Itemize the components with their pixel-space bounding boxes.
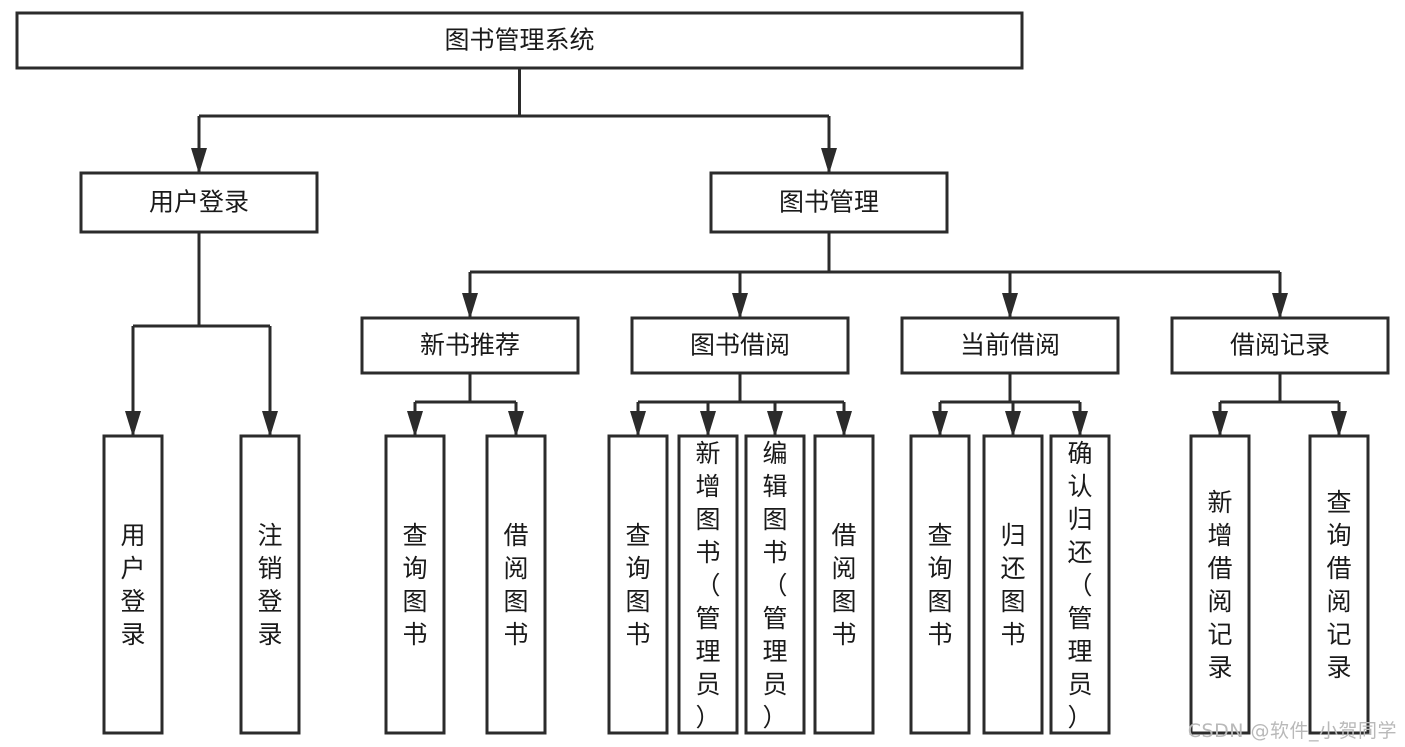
edge-arrowhead (262, 411, 278, 437)
node-box[interactable] (744, 434, 806, 735)
node-root[interactable]: 图书管理系统 (15, 11, 1024, 70)
node-box[interactable] (360, 316, 580, 375)
node-book-borrow[interactable]: 图书借阅 (630, 316, 850, 375)
node-label: 注销登录 (257, 521, 282, 649)
node-label: 查询图书 (402, 521, 427, 649)
node-current-borrow[interactable]: 当前借阅 (900, 316, 1120, 375)
edge-arrowhead (1002, 293, 1018, 319)
node-box[interactable] (1189, 434, 1251, 735)
node-label: 新书推荐 (420, 331, 520, 360)
node-box[interactable] (102, 434, 164, 735)
edge-arrowhead (407, 411, 423, 437)
node-label: 归还图书 (1000, 521, 1025, 649)
node-leaf-query-book-cur[interactable]: 查询图书 (909, 434, 971, 735)
node-leaf-edit-book-admin[interactable]: 编辑图书（管理员） (744, 434, 806, 735)
csdn-watermark: CSDN @软件_小贺同学 (1187, 720, 1397, 742)
edge-arrowhead (1212, 411, 1228, 437)
node-box[interactable] (709, 171, 949, 234)
node-leaf-user-login[interactable]: 用户登录 (102, 434, 164, 735)
node-label: 查询图书 (625, 521, 650, 649)
node-box[interactable] (909, 434, 971, 735)
node-label: 编辑图书（管理员） (762, 439, 787, 732)
node-box[interactable] (384, 434, 446, 735)
node-label: 图书管理 (779, 188, 879, 217)
node-box[interactable] (1170, 316, 1390, 375)
node-leaf-user-logout[interactable]: 注销登录 (239, 434, 301, 735)
edge-arrowhead (821, 148, 837, 174)
edge-arrowhead (462, 293, 478, 319)
node-box[interactable] (79, 171, 319, 234)
edge-arrowhead (1272, 293, 1288, 319)
node-leaf-query-book-rec[interactable]: 查询图书 (384, 434, 446, 735)
node-leaf-query-book-borrow[interactable]: 查询图书 (607, 434, 669, 735)
edge-arrowhead (125, 411, 141, 437)
node-label: 借阅记录 (1230, 331, 1330, 360)
node-layer: 图书管理系统用户登录图书管理新书推荐图书借阅当前借阅借阅记录用户登录注销登录查询… (15, 11, 1390, 735)
node-leaf-return-book[interactable]: 归还图书 (982, 434, 1044, 735)
node-borrow-record[interactable]: 借阅记录 (1170, 316, 1390, 375)
node-label: 查询借阅记录 (1326, 488, 1351, 682)
node-label: 借阅图书 (831, 521, 856, 649)
node-label: 查询图书 (927, 521, 952, 649)
node-user-login[interactable]: 用户登录 (79, 171, 319, 234)
node-label: 新增图书（管理员） (695, 439, 720, 732)
node-leaf-query-borrow-record[interactable]: 查询借阅记录 (1308, 434, 1370, 735)
node-box[interactable] (677, 434, 739, 735)
edge-arrowhead (630, 411, 646, 437)
edge-arrowhead (1331, 411, 1347, 437)
node-label: 用户登录 (149, 188, 249, 217)
node-box[interactable] (485, 434, 547, 735)
node-box[interactable] (982, 434, 1044, 735)
node-label: 确认归还（管理员） (1067, 439, 1092, 732)
node-leaf-add-borrow-record[interactable]: 新增借阅记录 (1189, 434, 1251, 735)
edge-arrowhead (1072, 411, 1088, 437)
node-label: 用户登录 (120, 521, 145, 649)
node-leaf-borrow-book[interactable]: 借阅图书 (813, 434, 875, 735)
node-box[interactable] (15, 11, 1024, 70)
node-box[interactable] (630, 316, 850, 375)
edge-arrowhead (836, 411, 852, 437)
node-label: 新增借阅记录 (1207, 488, 1232, 682)
node-box[interactable] (607, 434, 669, 735)
node-label: 图书借阅 (690, 331, 790, 360)
node-new-book-rec[interactable]: 新书推荐 (360, 316, 580, 375)
node-leaf-borrow-book-rec[interactable]: 借阅图书 (485, 434, 547, 735)
node-leaf-confirm-return-admin[interactable]: 确认归还（管理员） (1049, 434, 1111, 735)
edge-arrowhead (700, 411, 716, 437)
node-box[interactable] (1308, 434, 1370, 735)
node-book-manage[interactable]: 图书管理 (709, 171, 949, 234)
node-label: 借阅图书 (503, 521, 528, 649)
node-label: 图书管理系统 (444, 26, 594, 55)
node-box[interactable] (813, 434, 875, 735)
edge-layer (125, 68, 1347, 437)
edge-arrowhead (767, 411, 783, 437)
node-label: 当前借阅 (960, 331, 1060, 360)
edge-arrowhead (932, 411, 948, 437)
edge-arrowhead (1005, 411, 1021, 437)
node-box[interactable] (900, 316, 1120, 375)
edge-arrowhead (191, 148, 207, 174)
edge-arrowhead (508, 411, 524, 437)
edge-arrowhead (732, 293, 748, 319)
node-leaf-add-book-admin[interactable]: 新增图书（管理员） (677, 434, 739, 735)
node-box[interactable] (1049, 434, 1111, 735)
node-box[interactable] (239, 434, 301, 735)
